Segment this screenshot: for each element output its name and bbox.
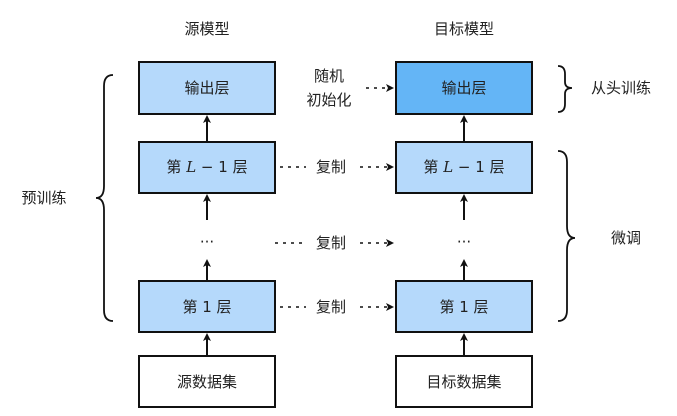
svg-text:输出层: 输出层 [184, 79, 229, 97]
source-layer-1: 第 1 层 [138, 280, 276, 333]
target-dots: ··· [457, 233, 471, 251]
target-model-header: 目标模型 [434, 20, 494, 38]
source-dataset: 源数据集 [138, 355, 276, 408]
random-init-label-1: 随机 [314, 67, 344, 85]
source-layer-l-minus-1: 第 L − 1 层 [138, 141, 276, 194]
target-dataset: 目标数据集 [395, 355, 533, 408]
source-output-layer: 输出层 [138, 61, 276, 115]
source-model-header: 源模型 [184, 20, 229, 38]
svg-text:复制: 复制 [316, 234, 346, 252]
svg-text:目标数据集: 目标数据集 [426, 373, 501, 391]
random-init-label-2: 初始化 [306, 91, 351, 109]
svg-text:第 1 层: 第 1 层 [182, 298, 231, 316]
finetune-brace [557, 150, 576, 322]
pretrain-brace [95, 74, 114, 322]
svg-text:输出层: 输出层 [441, 79, 486, 97]
copy-connector-dots: 复制 [275, 234, 394, 252]
svg-text:第 L − 1 层: 第 L − 1 层 [166, 158, 247, 176]
copy-connector-l-minus-1: 复制 [280, 158, 394, 176]
svg-text:源数据集: 源数据集 [177, 373, 237, 391]
svg-text:复制: 复制 [316, 298, 346, 316]
svg-text:第 1 层: 第 1 层 [439, 298, 488, 316]
finetune-label: 微调 [611, 229, 641, 247]
target-layer-1: 第 1 层 [395, 280, 533, 333]
train-from-scratch-brace [557, 65, 573, 113]
train-from-scratch-label: 从头训练 [591, 79, 651, 97]
svg-text:复制: 复制 [316, 158, 346, 176]
target-output-layer: 输出层 [395, 61, 533, 115]
target-layer-l-minus-1: 第 L − 1 层 [395, 141, 533, 194]
svg-text:第 L − 1 层: 第 L − 1 层 [423, 158, 504, 176]
copy-connector-layer-1: 复制 [280, 298, 394, 316]
pretrain-label: 预训练 [21, 189, 66, 207]
source-dots: ··· [200, 233, 214, 251]
